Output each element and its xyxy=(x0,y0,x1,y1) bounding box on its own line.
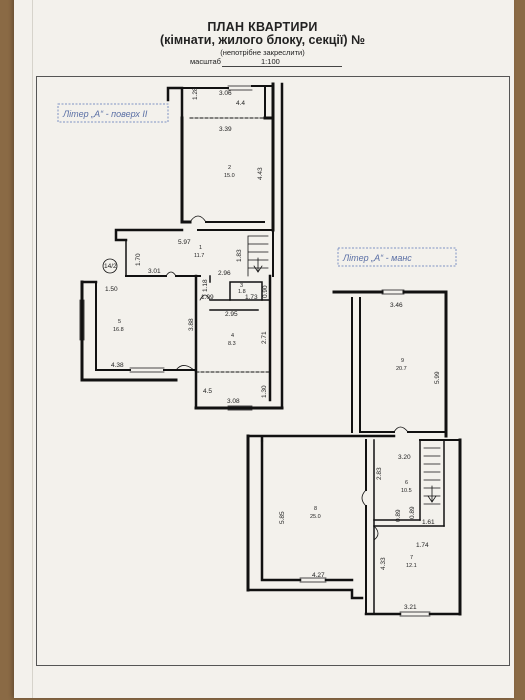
room-8-area: 25.0 xyxy=(310,514,321,520)
dim-upper-9: 3.01 xyxy=(148,268,161,275)
dim-upper-19: 4.38 xyxy=(111,362,124,369)
dim-attic-12: 3.21 xyxy=(404,604,417,611)
room-7-number: 7 xyxy=(410,555,413,561)
wall-mark-circle xyxy=(102,258,118,274)
dim-upper-8: 1.70 xyxy=(135,253,142,266)
dim-attic-11: 4.27 xyxy=(312,572,325,579)
dim-upper-7: 1.83 xyxy=(236,249,243,262)
dim-upper-11: 1.50 xyxy=(105,286,118,293)
room-3-number: 3 xyxy=(240,283,243,289)
dim-attic-3: 3.20 xyxy=(398,454,411,461)
stamp-upper: Літер „А“ - поверх ІІ xyxy=(57,103,169,123)
scale-label: масштаб xyxy=(190,57,221,66)
dim-upper-15: 0.90 xyxy=(262,285,269,298)
room-4-number: 4 xyxy=(231,333,234,339)
drawing-frame xyxy=(36,76,510,666)
room-5-number: 5 xyxy=(118,319,121,325)
plan-title: ПЛАН КВАРТИРИ xyxy=(207,20,318,34)
upper-floor-walls xyxy=(79,82,284,411)
scale-row: масштаб 1:100 xyxy=(190,57,280,66)
room-9-number: 9 xyxy=(401,358,404,364)
wall-mark-text: 14/2 xyxy=(104,263,117,270)
attic-floor-walls xyxy=(246,289,462,617)
stamp-lower: Літер „А“ - манс xyxy=(337,247,457,267)
dim-attic-9: 1.74 xyxy=(416,542,429,549)
room-7-area: 12.1 xyxy=(406,563,417,569)
dim-upper-6: 5.97 xyxy=(178,239,191,246)
dim-upper-12: 1.18 xyxy=(202,279,209,292)
room-3-area: 1.8 xyxy=(238,289,246,295)
room-1-number: 1 xyxy=(199,245,202,251)
sheet-fold xyxy=(32,0,33,698)
dim-upper-1: 3.06 xyxy=(219,90,232,97)
dim-upper-17: 3.88 xyxy=(188,318,195,331)
stamp-lower-text: Літер „А“ - манс xyxy=(342,253,412,263)
strike-note: (непотрібне закреслити) xyxy=(220,48,305,57)
dim-attic-6: 0.89 xyxy=(395,509,402,522)
dim-upper-13: 1.09 xyxy=(201,294,214,301)
dim-upper-10: 2.96 xyxy=(218,270,231,277)
room-1-area: 11.7 xyxy=(194,253,204,259)
scale-value: 1:100 xyxy=(261,57,280,66)
dim-attic-5: 5.85 xyxy=(279,511,286,524)
attic-floor-rooms: 9 20.7 6 10.5 8 25.0 7 12.1 xyxy=(310,358,417,569)
dim-attic-8: 1.61 xyxy=(422,519,435,526)
scale-underline xyxy=(222,66,342,67)
dim-upper-4: 3.39 xyxy=(219,126,232,133)
dim-attic-10: 4.33 xyxy=(380,557,387,570)
dim-upper-14: 1.73 xyxy=(245,294,258,301)
upper-floor-rooms: 2 15.0 1 11.7 3 1.8 4 8.3 5 16.8 xyxy=(113,165,246,347)
dim-upper-16: 2.95 xyxy=(225,311,238,318)
dim-attic-1: 3.46 xyxy=(390,302,403,309)
room-2-number: 2 xyxy=(228,165,231,171)
plan-subtitle: (кімнати, жилого блоку, секції) № xyxy=(160,33,365,47)
attic-floor-dimensions: 3.46 5.99 3.20 2.83 5.85 0.89 0.89 1.61 … xyxy=(279,302,441,611)
dim-upper-18: 2.71 xyxy=(261,331,268,344)
stamp-upper-text: Літер „А“ - поверх ІІ xyxy=(62,109,148,119)
dim-upper-5: 4.43 xyxy=(257,167,264,180)
dim-upper-21: 4.5 xyxy=(203,388,212,395)
room-9-area: 20.7 xyxy=(396,366,407,372)
dim-upper-2: 1.28 xyxy=(192,87,199,100)
room-8-number: 8 xyxy=(314,506,317,512)
dim-upper-22: 3.08 xyxy=(227,398,240,405)
room-6-number: 6 xyxy=(405,480,408,486)
dim-upper-20: 1.30 xyxy=(261,385,268,398)
dim-attic-7: 0.89 xyxy=(409,506,416,519)
dim-upper-3: 4.4 xyxy=(236,100,245,107)
room-6-area: 10.5 xyxy=(401,488,412,494)
dim-attic-2: 5.99 xyxy=(434,371,441,384)
room-5-area: 16.8 xyxy=(113,327,124,333)
room-4-area: 8.3 xyxy=(228,341,236,347)
room-2-area: 15.0 xyxy=(224,173,235,179)
dim-attic-4: 2.83 xyxy=(376,467,383,480)
upper-floor-dimensions: 3.06 1.28 4.4 3.39 4.43 5.97 1.83 1.70 3… xyxy=(105,87,269,405)
